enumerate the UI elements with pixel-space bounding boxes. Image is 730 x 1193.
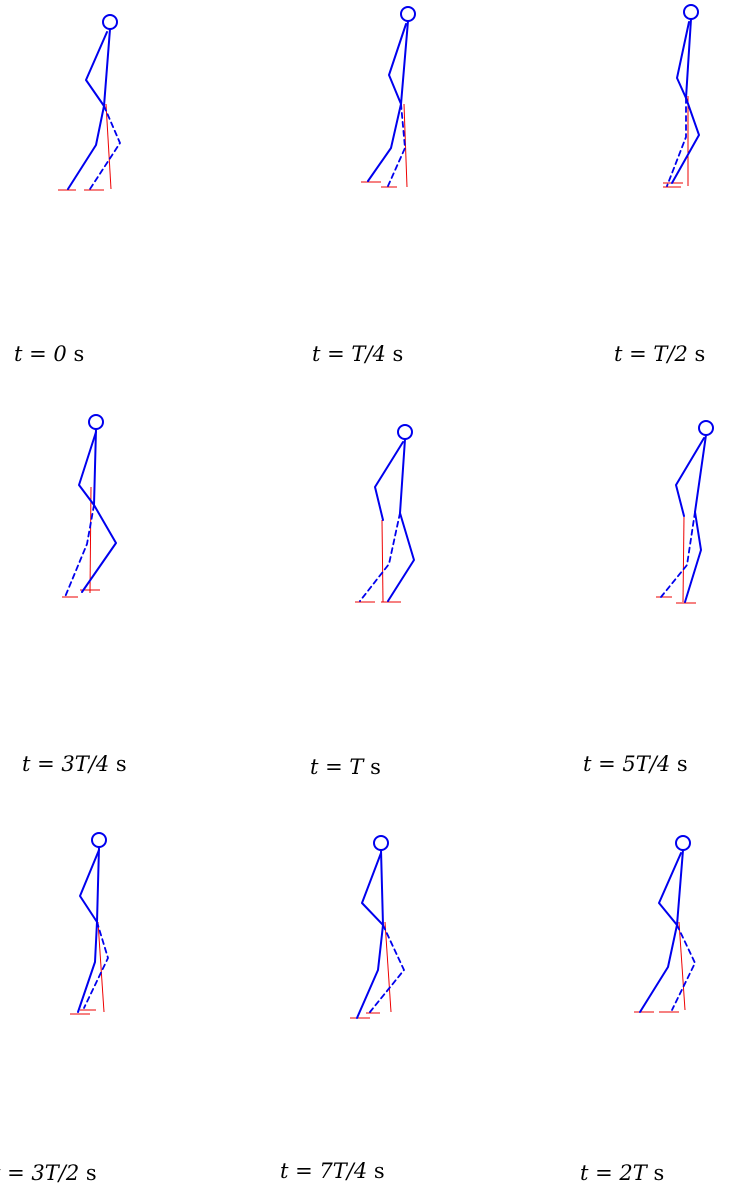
torso (380, 849, 384, 926)
arm (374, 441, 404, 521)
reference-line (105, 103, 112, 190)
torso (676, 849, 684, 926)
reference-line (403, 103, 408, 188)
torso (93, 428, 97, 506)
rear-leg (666, 97, 687, 187)
rear-leg (89, 105, 121, 190)
rear-leg (387, 103, 406, 187)
panel-caption: t = 7T/4 s (280, 1159, 385, 1183)
rear-leg (64, 504, 95, 598)
panel-caption: t = 0 s (14, 342, 85, 366)
panel-caption: t = 2T s (580, 1161, 665, 1185)
rear-leg (660, 511, 696, 598)
arm (676, 21, 690, 99)
reference-line (682, 515, 685, 603)
panel-caption: t = 5T/4 s (583, 752, 688, 776)
front-leg (81, 504, 117, 593)
head (88, 414, 104, 430)
rear-leg (369, 924, 405, 1013)
head (91, 832, 107, 848)
torso (103, 28, 111, 107)
front-leg (367, 103, 402, 182)
head (397, 424, 413, 440)
reference-line (678, 921, 686, 1011)
torso (685, 18, 692, 99)
front-leg (684, 511, 702, 603)
rear-leg (359, 512, 401, 602)
reference-line (381, 519, 384, 603)
head (400, 6, 416, 22)
arm (361, 852, 384, 926)
head (102, 14, 118, 30)
torso (399, 438, 406, 514)
torso (96, 846, 100, 923)
reference-line (89, 486, 92, 594)
head (698, 420, 714, 436)
reference-line (384, 921, 392, 1013)
head (683, 4, 699, 20)
arm (388, 23, 407, 105)
front-leg (639, 924, 678, 1013)
reference-line (97, 921, 105, 1013)
arm (675, 437, 705, 517)
rear-leg (671, 924, 696, 1011)
arm (78, 431, 97, 506)
front-leg (77, 921, 98, 1013)
panel-caption: t = T/2 s (614, 342, 706, 366)
panel-caption: t = 3T/2 s (0, 1161, 97, 1185)
front-leg (356, 924, 384, 1019)
front-leg (671, 97, 700, 184)
torso (694, 434, 707, 513)
front-leg (387, 512, 415, 602)
arm (658, 852, 682, 926)
arm (85, 31, 108, 107)
panel-caption: t = T/4 s (312, 342, 404, 366)
arm (79, 849, 100, 923)
panel-caption: t = T s (310, 755, 381, 779)
front-leg (67, 105, 105, 190)
rear-leg (83, 921, 109, 1009)
panel-caption: t = 3T/4 s (22, 752, 127, 776)
torso (400, 20, 409, 105)
head (675, 835, 691, 851)
head (373, 835, 389, 851)
